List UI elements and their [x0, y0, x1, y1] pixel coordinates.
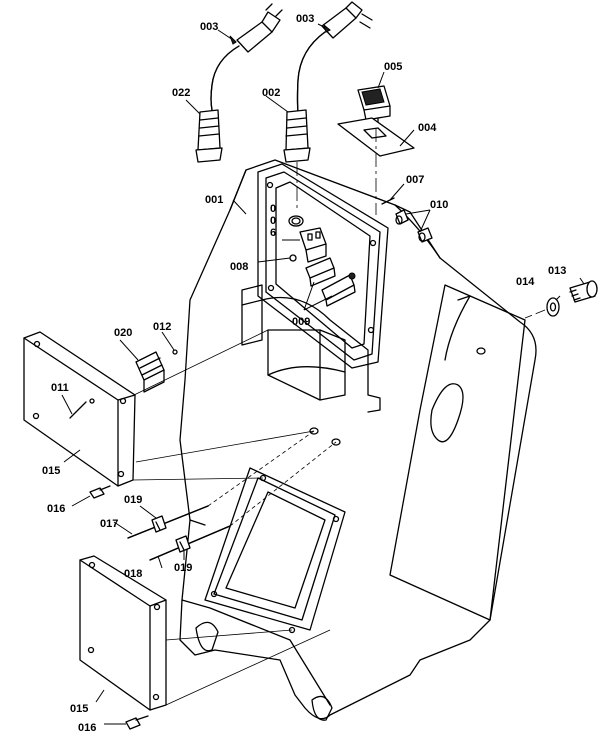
cover-plate-lower: [79, 555, 167, 730]
callout-019-lower: 019: [174, 562, 192, 574]
callout-005: 005: [384, 61, 402, 73]
callout-016-lower: 016: [78, 722, 96, 734]
callout-012: 012: [153, 321, 171, 333]
housing-body: [179, 159, 537, 721]
callout-011: 011: [51, 382, 69, 394]
callout-016-upper: 016: [47, 503, 65, 515]
callout-009: 009: [292, 316, 310, 328]
callout-004: 004: [418, 122, 437, 134]
callout-017: 017: [100, 518, 118, 530]
callout-006-a: 0: [270, 203, 276, 215]
callout-labels: 001 002 003 003 004 005 0 0 6 007 008 00…: [42, 13, 566, 734]
callout-006-c: 6: [270, 227, 276, 239]
switch-cavity-parts: [288, 215, 356, 307]
callout-020: 020: [114, 327, 132, 339]
rods: [127, 505, 231, 561]
alignment-lines: [132, 329, 337, 706]
leader-lines: [61, 23, 585, 725]
rocker-switch: [337, 85, 415, 215]
callout-007: 007: [406, 174, 424, 186]
small-hardware: [381, 197, 433, 243]
callout-003-left: 003: [200, 21, 218, 33]
callout-002: 002: [262, 87, 280, 99]
callout-018: 018: [124, 568, 142, 580]
callout-006-b: 0: [270, 215, 276, 227]
callout-013: 013: [548, 265, 566, 277]
power-cords: [195, 1, 373, 210]
callout-010: 010: [430, 199, 448, 211]
callout-015-lower: 015: [70, 703, 88, 715]
callout-001: 001: [205, 194, 223, 206]
cover-plate-upper: [23, 331, 178, 499]
callout-022: 022: [172, 87, 190, 99]
callout-015-upper: 015: [42, 465, 60, 477]
callout-008: 008: [230, 261, 248, 273]
callout-003-right: 003: [296, 13, 314, 25]
callout-014: 014: [516, 276, 535, 288]
callout-019-upper: 019: [124, 494, 142, 506]
side-screw: [524, 280, 598, 319]
